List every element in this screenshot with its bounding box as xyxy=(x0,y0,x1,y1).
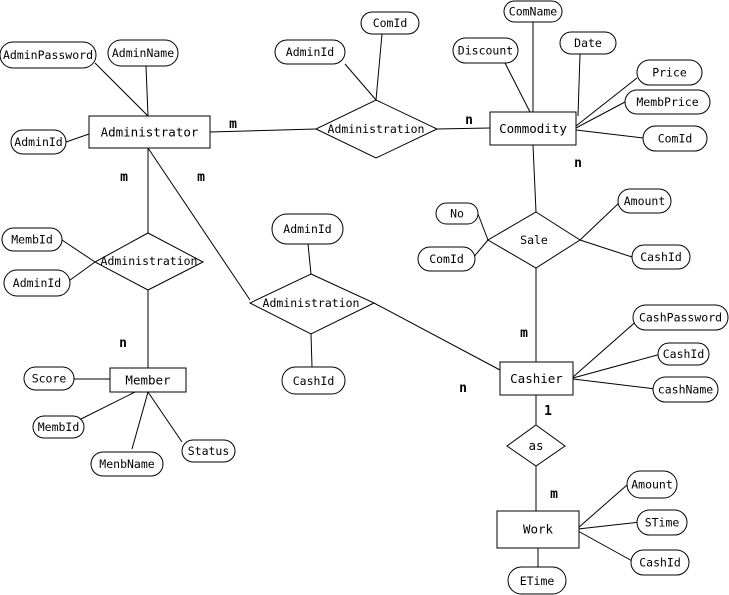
cardinality-cashier-n: n xyxy=(459,381,467,396)
svg-text:STime: STime xyxy=(645,516,680,530)
svg-text:ComId: ComId xyxy=(429,252,464,266)
svg-text:ComId: ComId xyxy=(373,16,408,30)
cardinality-admin-commodity-m: m xyxy=(229,117,237,132)
attribute-sale-no: No xyxy=(435,202,479,225)
relationship-admin-member-label: Administration xyxy=(101,254,198,268)
attribute-admin-password: AdminPassword xyxy=(0,41,97,69)
attribute-status: Status xyxy=(181,439,236,463)
relationship-as: as xyxy=(506,424,566,467)
attribute-member-memb-id: MembId xyxy=(32,415,85,439)
relationship-admin-commodity: Administration xyxy=(314,99,439,159)
attribute-sale-com-id: ComId xyxy=(417,246,476,272)
attribute-rel-com-id: ComId xyxy=(360,11,420,35)
attribute-cash-id: CashId xyxy=(657,342,710,366)
svg-text:ComId: ComId xyxy=(658,132,693,146)
attribute-admin-id-rel3: AdminId xyxy=(271,213,344,245)
attribute-work-amount: Amount xyxy=(626,470,678,499)
attribute-date: Date xyxy=(559,31,617,55)
entity-member: Member xyxy=(109,367,187,393)
svg-text:CashId: CashId xyxy=(663,347,705,361)
cardinality-work-m: m xyxy=(550,487,558,502)
entity-cashier: Cashier xyxy=(499,361,574,396)
svg-text:ComName: ComName xyxy=(509,5,558,19)
relationship-sale-label: Sale xyxy=(520,233,548,247)
svg-text:Score: Score xyxy=(32,372,67,386)
svg-text:CashId: CashId xyxy=(639,556,681,570)
attribute-rel-admin-id: AdminId xyxy=(274,39,346,65)
attribute-com-name: ComName xyxy=(503,0,563,23)
svg-text:MembId: MembId xyxy=(38,420,80,434)
cardinality-cashier-sale-m: m xyxy=(520,326,528,341)
relationship-admin-commodity-label: Administration xyxy=(328,122,425,136)
attribute-admin-id-rel2: AdminId xyxy=(3,269,71,297)
cardinality-labels: m n n m m n m n 1 m xyxy=(119,113,582,502)
relationship-sale: Sale xyxy=(487,211,581,269)
svg-text:MenbName: MenbName xyxy=(99,457,154,471)
attribute-cash-password: CashPassword xyxy=(632,304,729,331)
cardinality-member-n: n xyxy=(119,336,127,351)
attribute-stime: STime xyxy=(636,509,688,536)
svg-text:AdminId: AdminId xyxy=(283,222,331,236)
attribute-discount: Discount xyxy=(452,37,519,64)
cardinality-admin-member-m: m xyxy=(120,170,128,185)
entity-commodity-label: Commodity xyxy=(499,121,567,136)
cardinality-commodity-sale-n: n xyxy=(574,156,582,171)
attribute-com-id: ComId xyxy=(642,125,708,152)
relationship-admin-cashier: Administration xyxy=(248,273,376,335)
attribute-cash-id-rel3: CashId xyxy=(281,366,346,395)
entity-administrator-label: Administrator xyxy=(101,125,199,140)
svg-text:AdminPassword: AdminPassword xyxy=(3,48,93,62)
cardinality-commodity-n: n xyxy=(465,113,473,128)
svg-text:AdminName: AdminName xyxy=(112,46,174,60)
attribute-sale-cash-id: CashId xyxy=(631,244,691,270)
relationship-as-label: as xyxy=(528,438,543,453)
attribute-admin-name: AdminName xyxy=(107,39,179,67)
attribute-sale-amount: Amount xyxy=(617,188,672,214)
entity-commodity: Commodity xyxy=(489,111,577,146)
entity-work: Work xyxy=(496,510,580,549)
attribute-score: Score xyxy=(23,366,75,391)
attribute-cash-name: cashName xyxy=(652,376,719,403)
entity-member-label: Member xyxy=(125,373,171,388)
svg-text:Status: Status xyxy=(188,444,230,458)
cardinality-admin-cashier-m: m xyxy=(197,170,205,185)
svg-text:Amount: Amount xyxy=(624,194,666,208)
entity-cashier-label: Cashier xyxy=(510,371,563,386)
svg-text:cashName: cashName xyxy=(658,383,713,397)
attribute-memb-id-rel: MembId xyxy=(1,227,63,252)
svg-text:AdminId: AdminId xyxy=(13,276,61,290)
connector-lines xyxy=(61,22,662,567)
svg-text:CashId: CashId xyxy=(640,250,682,264)
svg-text:AdminId: AdminId xyxy=(286,45,334,59)
svg-text:No: No xyxy=(450,207,464,221)
relationship-admin-cashier-label: Administration xyxy=(263,296,360,310)
svg-text:ETime: ETime xyxy=(520,574,555,588)
entity-work-label: Work xyxy=(523,522,554,537)
attribute-work-cash-id: CashId xyxy=(630,549,690,576)
attribute-menb-name: MenbName xyxy=(90,451,164,477)
svg-text:CashPassword: CashPassword xyxy=(639,311,722,325)
entity-administrator: Administrator xyxy=(88,115,211,149)
cardinality-cashier-one: 1 xyxy=(544,404,552,419)
svg-text:Price: Price xyxy=(652,66,687,80)
relationship-admin-member: Administration xyxy=(93,232,205,291)
svg-text:CashId: CashId xyxy=(293,374,335,388)
attribute-memb-price: MembPrice xyxy=(624,89,711,115)
svg-text:Discount: Discount xyxy=(458,44,513,58)
svg-text:Amount: Amount xyxy=(631,478,673,492)
attribute-price: Price xyxy=(636,59,703,86)
svg-text:MembPrice: MembPrice xyxy=(636,95,698,109)
attribute-etime: ETime xyxy=(507,566,567,595)
svg-text:Date: Date xyxy=(574,36,602,50)
attribute-admin-id: AdminId xyxy=(10,129,67,155)
svg-text:AdminId: AdminId xyxy=(14,135,62,149)
svg-text:MembId: MembId xyxy=(11,233,53,247)
